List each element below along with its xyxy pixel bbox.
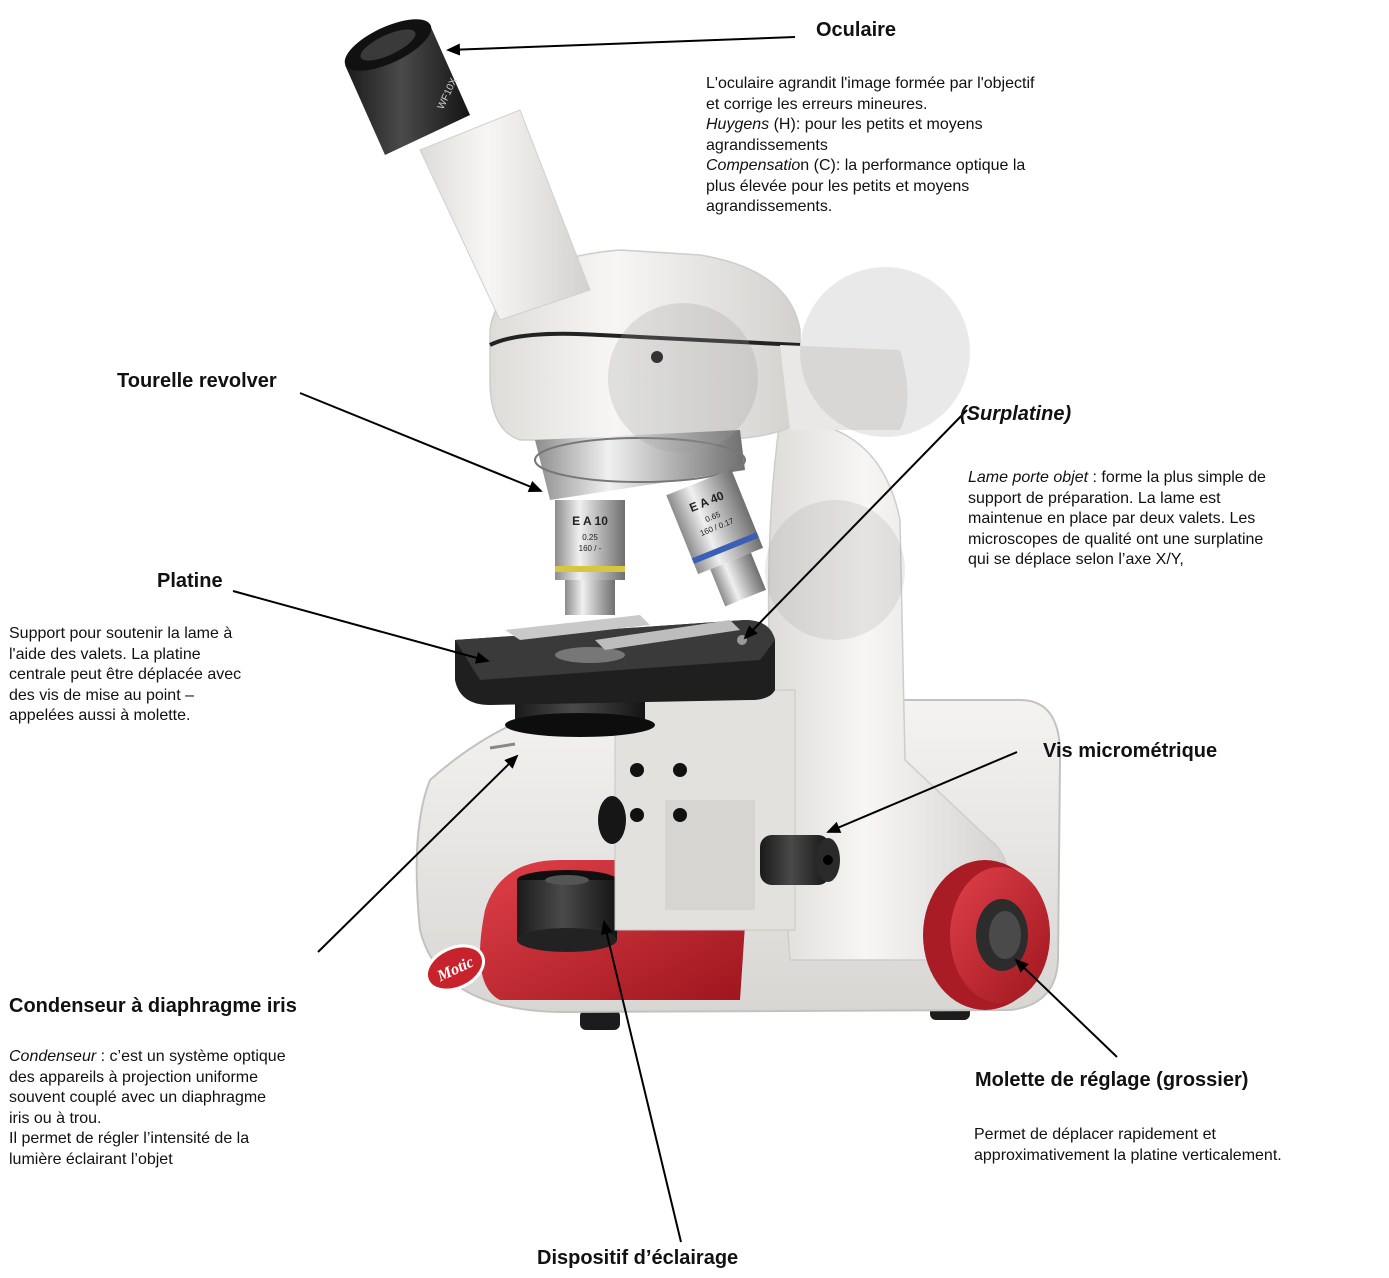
desc-text: n (C): la performance optique la xyxy=(800,157,1025,174)
desc-line: agrandissements. xyxy=(706,197,1034,218)
coarse-focus-knob xyxy=(923,860,1050,1010)
desc-line: agrandissements xyxy=(706,136,1034,157)
desc-line: qui se déplace selon l’axe X/Y, xyxy=(968,550,1266,571)
objective-10x-line1: E A 10 xyxy=(572,514,608,528)
label-surplatine-desc: Lame porte objet : forme la plus simple … xyxy=(968,468,1266,571)
desc-line: l'aide des valets. La platine xyxy=(9,645,241,666)
desc-line: maintenue en place par deux valets. Les xyxy=(968,509,1266,530)
arrow-molette-line xyxy=(1016,960,1117,1057)
desc-emphasis: Condenseur xyxy=(9,1048,96,1065)
desc-line: Il permet de régler l’intensité de la xyxy=(9,1129,286,1150)
label-oculaire-desc: L'oculaire agrandit l'image formée par l… xyxy=(706,74,1034,218)
label-platine-title: Platine xyxy=(157,570,223,593)
label-condenseur-title: Condenseur à diaphragme iris xyxy=(9,995,297,1018)
desc-emphasis: Lame porte objet xyxy=(968,469,1088,486)
desc-line: des appareils à projection uniforme xyxy=(9,1068,286,1089)
eyepiece: WF10X xyxy=(338,9,470,155)
label-tourelle-title: Tourelle revolver xyxy=(117,370,277,393)
desc-line: Compensation (C): la performance optique… xyxy=(706,156,1034,177)
desc-line: microscopes de qualité ont une surplatin… xyxy=(968,530,1266,551)
desc-emphasis: Huygens xyxy=(706,116,769,133)
desc-line: centrale peut être déplacée avec xyxy=(9,665,241,686)
objective-10x-line2: 0.25 xyxy=(582,533,598,542)
fine-focus-knob xyxy=(760,835,840,885)
objective-10x-line3: 160 / - xyxy=(579,544,602,553)
label-condenseur-desc: Condenseur : c’est un système optique de… xyxy=(9,1047,286,1170)
desc-text: (H): pour les petits et moyens xyxy=(769,116,982,133)
desc-line: iris ou à trou. xyxy=(9,1109,286,1130)
desc-line: et corrige les erreurs mineures. xyxy=(706,95,1034,116)
desc-line: L'oculaire agrandit l'image formée par l… xyxy=(706,74,1034,95)
desc-line: plus élevée pour les petits et moyens xyxy=(706,177,1034,198)
desc-line: support de préparation. La lame est xyxy=(968,489,1266,510)
objective-40x: E A 40 0.65 160 / 0.17 xyxy=(666,469,778,611)
arrow-oculaire xyxy=(448,37,795,50)
desc-text: : forme la plus simple de xyxy=(1088,469,1266,486)
label-surplatine-title: (Surplatine) xyxy=(960,403,1071,426)
label-platine-desc: Support pour soutenir la lame à l'aide d… xyxy=(9,624,241,727)
eyepiece-tube xyxy=(420,110,590,320)
desc-line: approximativement la platine verticaleme… xyxy=(974,1146,1282,1167)
desc-text: : c’est un système optique xyxy=(96,1048,285,1065)
label-molette-desc: Permet de déplacer rapidement et approxi… xyxy=(974,1125,1282,1166)
desc-line: Lame porte objet : forme la plus simple … xyxy=(968,468,1266,489)
label-vis-title: Vis micrométrique xyxy=(1043,740,1217,763)
desc-line: Huygens (H): pour les petits et moyens xyxy=(706,115,1034,136)
label-molette-title: Molette de réglage (grossier) xyxy=(975,1069,1248,1092)
label-eclairage-title: Dispositif d’éclairage xyxy=(537,1247,738,1270)
desc-line: lumière éclairant l’objet xyxy=(9,1150,286,1171)
desc-line: Support pour soutenir la lame à xyxy=(9,624,241,645)
desc-line: des vis de mise au point – xyxy=(9,686,241,707)
desc-line: appelées aussi à molette. xyxy=(9,706,241,727)
objective-10x: E A 10 0.25 160 / - xyxy=(555,500,625,615)
arrow-platine xyxy=(233,591,488,661)
desc-line: Permet de déplacer rapidement et xyxy=(974,1125,1282,1146)
desc-line: Condenseur : c’est un système optique xyxy=(9,1047,286,1068)
desc-line: souvent couplé avec un diaphragme xyxy=(9,1088,286,1109)
label-oculaire-title: Oculaire xyxy=(816,19,896,42)
desc-emphasis: Compensatio xyxy=(706,157,800,174)
stage xyxy=(455,615,775,705)
